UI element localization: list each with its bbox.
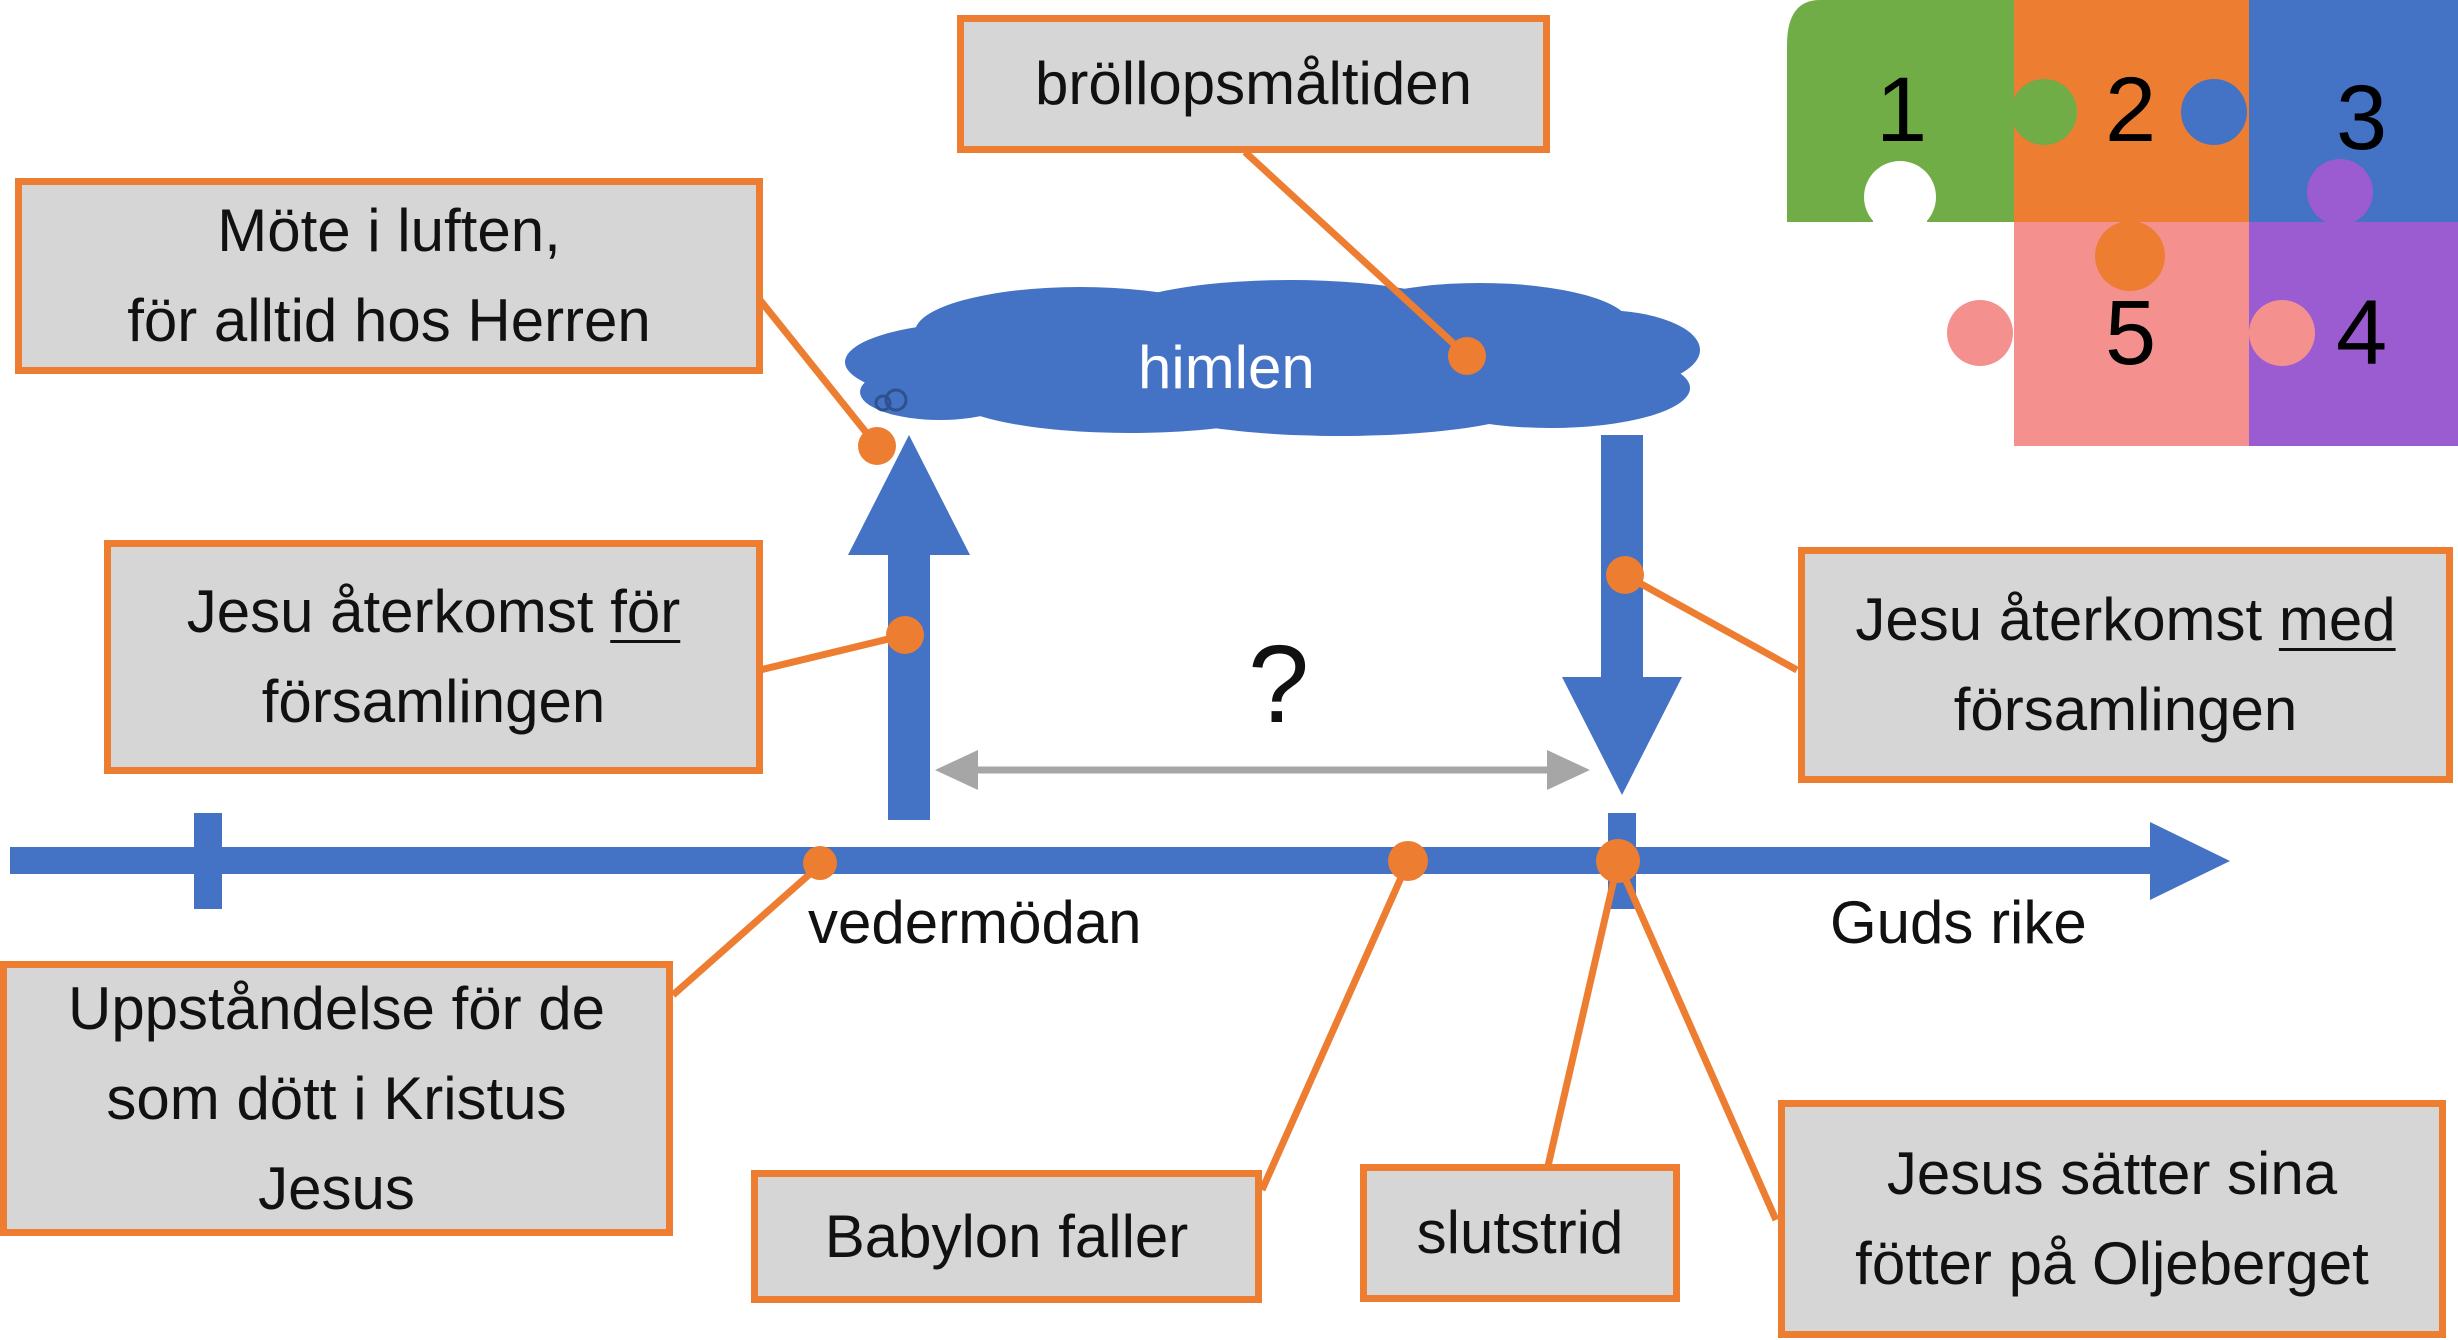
down-arrow	[1562, 435, 1682, 795]
cloud-curl-icon	[874, 388, 908, 412]
mote-line-1: Möte i luften,	[217, 197, 561, 264]
mote-line-2: för alltid hos Herren	[127, 287, 651, 354]
callout-jesus-oljeberget: Jesus sätter sina fötter på Oljeberget	[1778, 1100, 2446, 1338]
med-underlined-word: med	[2278, 586, 2396, 653]
dot-uppstandelse	[803, 846, 837, 880]
jesus-line-2: fötter på Oljeberget	[1855, 1230, 2369, 1297]
for-line-2: församlingen	[261, 668, 606, 735]
puzzle-tab-orange	[2095, 221, 2165, 291]
jesus-line-1: Jesus sätter sina	[1886, 1140, 2338, 1207]
timeline-tick-left	[194, 813, 222, 909]
callout-dots	[803, 337, 1644, 883]
puzzle-number-1: 1	[1876, 59, 1928, 161]
question-mark: ?	[1248, 623, 1310, 746]
callout-aterkomst-med: Jesu återkomst med församlingen	[1798, 547, 2453, 783]
callout-line-med	[1623, 571, 1799, 674]
puzzle-tab-green	[2011, 79, 2077, 145]
med-line-1: Jesu återkomst med	[1855, 575, 2395, 665]
slutstrid-text: slutstrid	[1416, 1199, 1624, 1266]
dot-babylon	[1388, 841, 1428, 881]
callout-mote-i-luften: Möte i luften, för alltid hos Herren	[15, 178, 763, 374]
callout-aterkomst-for: Jesu återkomst för församlingen	[104, 540, 763, 774]
callout-brollopsmaltiden: bröllopsmåltiden	[957, 15, 1550, 153]
callout-line-slutstrid	[1544, 861, 1622, 1167]
puzzle-slot-white-stem	[1873, 197, 1927, 224]
callout-line-mote	[749, 287, 880, 449]
cloud-label: himlen	[1138, 334, 1315, 401]
uppstandelse-line-2: som dött i Kristus	[106, 1064, 567, 1132]
uppstandelse-line-3: Jesus	[258, 1154, 415, 1222]
puzzle-number-5: 5	[2105, 282, 2157, 384]
puzzle-tab-blue	[2181, 79, 2247, 145]
callout-line-babylon	[1258, 860, 1412, 1192]
label-vedermodan: vedermödan	[808, 889, 1142, 956]
for-underlined-word: för	[610, 578, 681, 645]
puzzle-tab-pink-right	[2249, 300, 2315, 366]
dot-brollop	[1448, 337, 1486, 375]
callout-slutstrid: slutstrid	[1360, 1164, 1680, 1302]
callout-line-brollop	[1242, 149, 1470, 359]
dot-med	[1606, 556, 1644, 594]
for-line-1: Jesu återkomst för	[187, 567, 681, 657]
puzzle-tab-pink-left	[1947, 300, 2013, 366]
puzzle-piece-1	[1787, 0, 2014, 222]
timeline-arrowhead	[2150, 822, 2230, 900]
cloud	[845, 280, 1700, 436]
for-line-1-prefix: Jesu återkomst	[186, 578, 611, 645]
puzzle-number-3: 3	[2336, 67, 2388, 169]
med-line-1-prefix: Jesu återkomst	[1855, 586, 2279, 653]
puzzle-graphic	[1787, 0, 2458, 446]
dot-slutstrid	[1596, 839, 1640, 883]
callout-line-uppstandelse	[670, 862, 823, 998]
dot-mote	[858, 427, 896, 465]
callout-line-for	[759, 631, 906, 674]
label-guds-rike: Guds rike	[1830, 889, 2087, 956]
timeline-bar	[10, 847, 2190, 874]
dot-for	[886, 616, 924, 654]
med-line-2: församlingen	[1953, 676, 2298, 743]
callout-babylon-faller: Babylon faller	[751, 1170, 1262, 1303]
brollop-text: bröllopsmåltiden	[1035, 50, 1472, 117]
callout-uppstandelse: Uppståndelse för de som dött i Kristus J…	[0, 961, 673, 1236]
gray-double-arrow	[935, 750, 1590, 790]
puzzle-number-2: 2	[2105, 59, 2157, 161]
babylon-text: Babylon faller	[824, 1202, 1189, 1270]
callout-lines	[670, 149, 1799, 1222]
puzzle-number-4: 4	[2336, 282, 2388, 384]
callout-line-jesus	[1614, 860, 1780, 1222]
puzzle-tab-purple	[2307, 159, 2373, 225]
uppstandelse-line-1: Uppståndelse för de	[67, 974, 605, 1042]
up-arrow	[848, 435, 970, 820]
